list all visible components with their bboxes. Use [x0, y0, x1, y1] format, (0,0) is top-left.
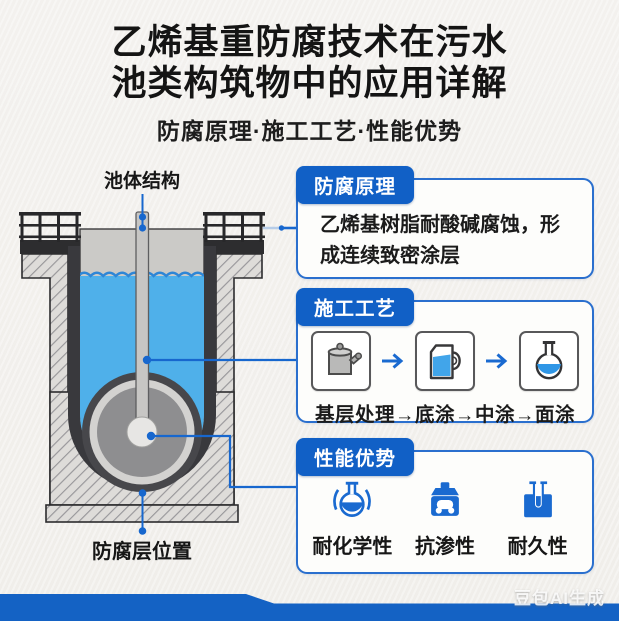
feature-durability: 耐久性	[492, 477, 584, 559]
step-arrow-icon	[380, 352, 406, 370]
panel-tag-process: 施工工艺	[296, 288, 415, 326]
connector-to-process-panel	[142, 355, 299, 365]
panel-tag-principle: 防腐原理	[296, 166, 415, 204]
connector-to-performance-panel	[146, 431, 299, 489]
feature-chemical-resistance: 耐化学性	[306, 477, 398, 559]
central-shaft	[135, 211, 150, 435]
panel-construction-process: 施工工艺	[296, 288, 594, 426]
process-steps-text: 基层处理→底涂→中涂→面涂	[314, 404, 575, 426]
rim-band-left	[20, 240, 80, 254]
feature-label: 耐化学性	[312, 536, 393, 558]
test-tube-icon	[523, 481, 552, 518]
round-flask-icon	[535, 341, 563, 380]
ai-watermark: 豆包AI生成	[514, 589, 605, 608]
feature-label: 耐久性	[507, 536, 568, 558]
step-box-1	[311, 331, 371, 391]
rim-band-right	[204, 240, 264, 254]
page-title-line2: 池类构筑物中的应用详解	[111, 64, 508, 103]
panel-tag-performance: 性能优势	[296, 438, 415, 476]
panel-performance-advantages: 性能优势 耐化学性	[296, 438, 594, 574]
principle-body-text: 乙烯基树脂耐酸碱腐蚀，形成连续致密涂层	[320, 214, 560, 267]
step-box-2	[415, 331, 475, 391]
connector-to-principle-panel	[263, 225, 299, 231]
pool-structure-label: 池体结构	[103, 171, 180, 192]
bottom-label-pointer	[138, 489, 147, 535]
panel-corrosion-principle: 防腐原理 乙烯基树脂耐酸碱腐蚀，形成连续致密涂层	[296, 166, 594, 279]
step-box-3	[519, 331, 579, 391]
page-subtitle: 防腐原理·施工工艺·性能优势	[156, 118, 463, 144]
process-steps-row	[298, 331, 592, 391]
coating-position-label: 防腐层位置	[92, 541, 192, 563]
measuring-jug-icon	[429, 344, 461, 380]
feature-impermeability: 抗渗性	[399, 477, 491, 559]
feature-label: 抗渗性	[414, 536, 475, 558]
chemical-flask-icon	[333, 481, 372, 517]
sealed-tank-icon	[431, 482, 459, 516]
page-title-line1: 乙烯基重防腐技术在污水	[111, 23, 508, 62]
top-label-pointer	[138, 194, 147, 232]
shaft-hub	[126, 416, 158, 448]
step-arrow-icon	[484, 352, 510, 370]
header: 乙烯基重防腐技术在污水 池类构筑物中的应用详解 防腐原理·施工工艺·性能优势	[0, 22, 619, 146]
railing-right	[203, 212, 265, 242]
railing-left	[19, 212, 81, 242]
bottom-ribbon	[0, 594, 619, 621]
paint-bucket-icon	[327, 342, 363, 375]
features-row: 耐化学性 抗渗性	[298, 477, 592, 559]
